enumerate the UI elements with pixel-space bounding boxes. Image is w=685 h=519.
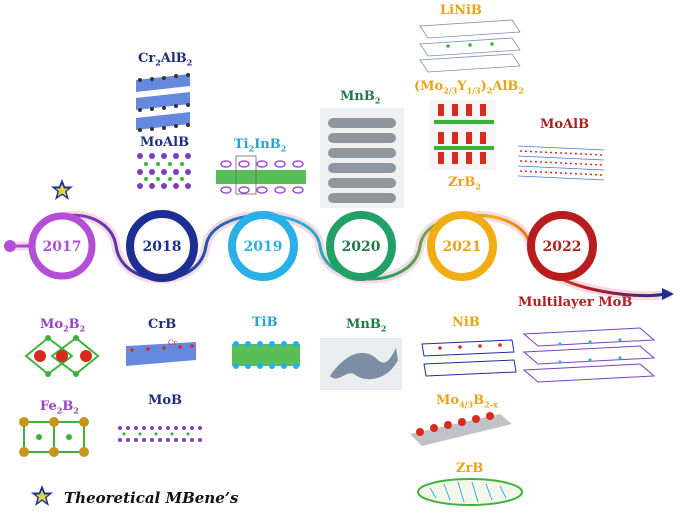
label-ti2inb2: Ti2InB2	[234, 137, 287, 154]
timeline-start-dot	[4, 240, 16, 252]
mo43b2x-structure	[410, 412, 512, 446]
mob-structure	[118, 426, 202, 442]
label-mnb2-bottom: MnB2	[346, 317, 387, 334]
year-label-2021: 2021	[442, 239, 482, 255]
label-nib: NiB	[452, 315, 480, 330]
label-zrb2: ZrB2	[448, 175, 481, 192]
mo-y-alb2-structure	[430, 100, 496, 170]
year-label-2022: 2022	[542, 239, 582, 255]
fe2b2-structure	[19, 417, 89, 457]
label-linib: LiNiB	[440, 3, 482, 18]
year-ring-2022	[527, 211, 597, 281]
label-mo43b2x: Mo4/3B2-x	[436, 393, 498, 410]
label-cr2alb2: Cr2AlB2	[138, 51, 193, 68]
label-fe2b2: Fe2B2	[40, 399, 79, 416]
mnb2-bottom-image	[320, 338, 402, 390]
year-ring-2020	[326, 211, 396, 281]
year-label-2019: 2019	[243, 239, 283, 255]
year-ring-2021	[427, 211, 497, 281]
year-ring-2017	[28, 212, 96, 280]
legend-star-icon	[31, 485, 53, 506]
label-moalb-2022: MoAlB	[540, 117, 590, 132]
year-label-2020: 2020	[341, 239, 381, 255]
label-mo-y-alb2: (Mo2/3Y1/3)2AlB2	[414, 79, 524, 96]
cr2alb2-structure	[136, 73, 190, 132]
nib-structure	[421, 339, 517, 377]
tib-structure	[232, 341, 300, 369]
label-crb: CrB	[148, 317, 177, 332]
crb-structure	[126, 342, 196, 366]
label-multilayer-mob: Multilayer MoB	[518, 295, 633, 310]
label-zrb: ZrB	[456, 461, 484, 476]
year-label-2017: 2017	[42, 239, 82, 255]
label-mo2b2: Mo2B2	[40, 317, 86, 334]
multilayer-mob-structure	[522, 327, 656, 383]
zrb-structure	[417, 478, 523, 506]
moalb-2018-structure	[137, 153, 191, 189]
timeline-arrow-head	[662, 288, 674, 300]
star-icon	[51, 179, 73, 200]
moalb-2022-structure	[517, 145, 605, 181]
label-mob: MoB	[148, 393, 183, 408]
linib-structure	[419, 19, 521, 73]
legend-text: Theoretical MBene’s	[64, 489, 239, 507]
label-moalb-2018: MoAlB	[140, 135, 190, 150]
year-ring-2018	[126, 210, 198, 282]
ti2inb2-structure	[216, 155, 306, 195]
label-tib: TiB	[252, 315, 278, 330]
label-mnb2-top: MnB2	[340, 89, 381, 106]
year-ring-2019	[228, 211, 298, 281]
crb-atom-label: Cr	[168, 339, 177, 347]
year-label-2018: 2018	[142, 239, 182, 255]
mnb2-top-structure	[320, 108, 404, 208]
mo2b2-structure	[24, 335, 100, 377]
